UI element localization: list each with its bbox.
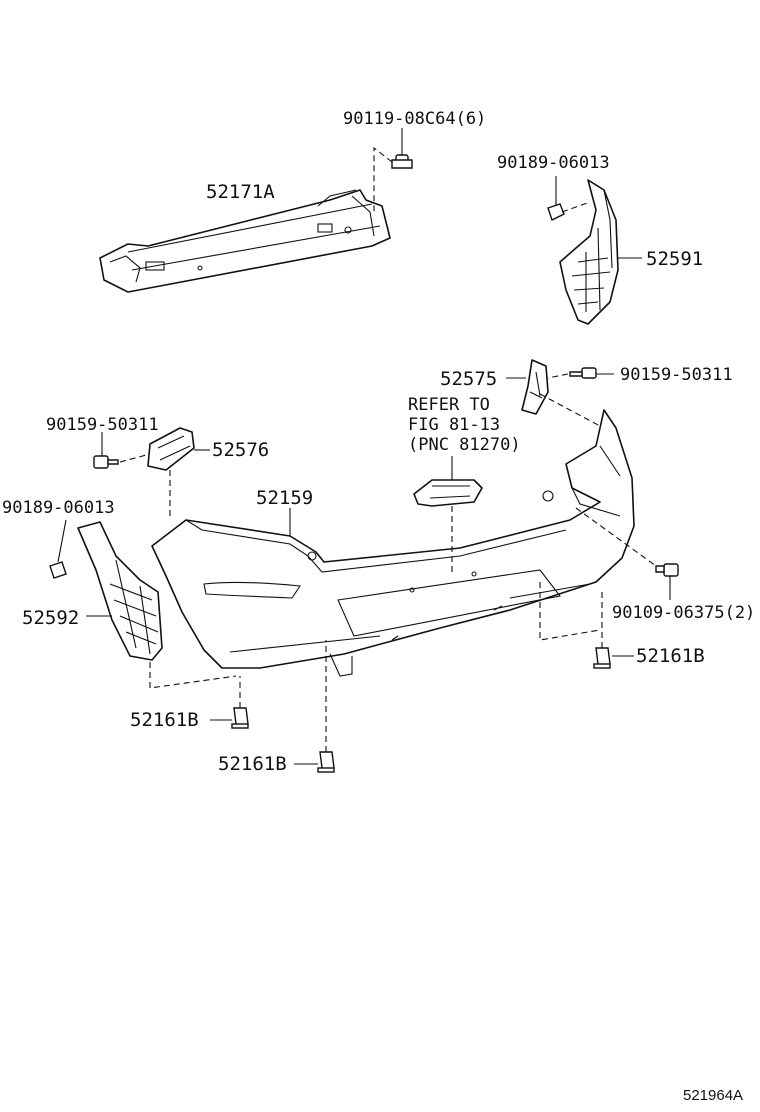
label-refer-line3: (PNC 81270)	[408, 435, 521, 455]
label-retainer-left: 52592	[22, 607, 79, 629]
bumper-cover	[151, 409, 635, 677]
label-clip-center: 52161B	[218, 753, 287, 775]
label-clip-right: 52161B	[636, 645, 705, 667]
retainer-right	[559, 179, 619, 325]
screw-left-icon	[93, 455, 119, 469]
label-bracket-upper-left: 52576	[212, 439, 269, 461]
bracket-upper-right	[521, 359, 549, 415]
label-bolt-right-top: 90189-06013	[497, 153, 610, 173]
screw-right-icon	[569, 367, 597, 379]
label-screw-lower-right: 90109-06375(2)	[612, 603, 755, 623]
license-lamp	[413, 479, 483, 507]
label-bolt-top: 90119-08C64(6)	[343, 109, 486, 129]
bracket-upper-left	[147, 427, 195, 471]
label-reinforcement: 52171A	[206, 181, 275, 203]
label-screw-left: 90159-50311	[46, 415, 159, 435]
clip-left-icon	[231, 707, 249, 729]
label-bolt-left: 90189-06013	[2, 498, 115, 518]
bolt-top-icon	[391, 154, 413, 169]
label-refer-line1: REFER TO	[408, 395, 490, 415]
bumper-reinforcement	[99, 189, 391, 293]
label-bracket-upper-right: 52575	[440, 368, 497, 390]
label-refer-line2: FIG 81-13	[408, 415, 500, 435]
clip-right-icon	[593, 647, 611, 669]
screw-lower-right-icon	[655, 563, 679, 577]
clip-left-top-icon	[49, 561, 67, 579]
clip-right-top-icon	[547, 203, 565, 221]
label-bumper-cover: 52159	[256, 487, 313, 509]
retainer-left	[77, 521, 163, 661]
label-retainer-right: 52591	[646, 248, 703, 270]
label-clip-left: 52161B	[130, 709, 199, 731]
label-screw-right: 90159-50311	[620, 365, 733, 385]
figure-id: 521964A	[683, 1087, 743, 1104]
clip-center-icon	[317, 751, 335, 773]
